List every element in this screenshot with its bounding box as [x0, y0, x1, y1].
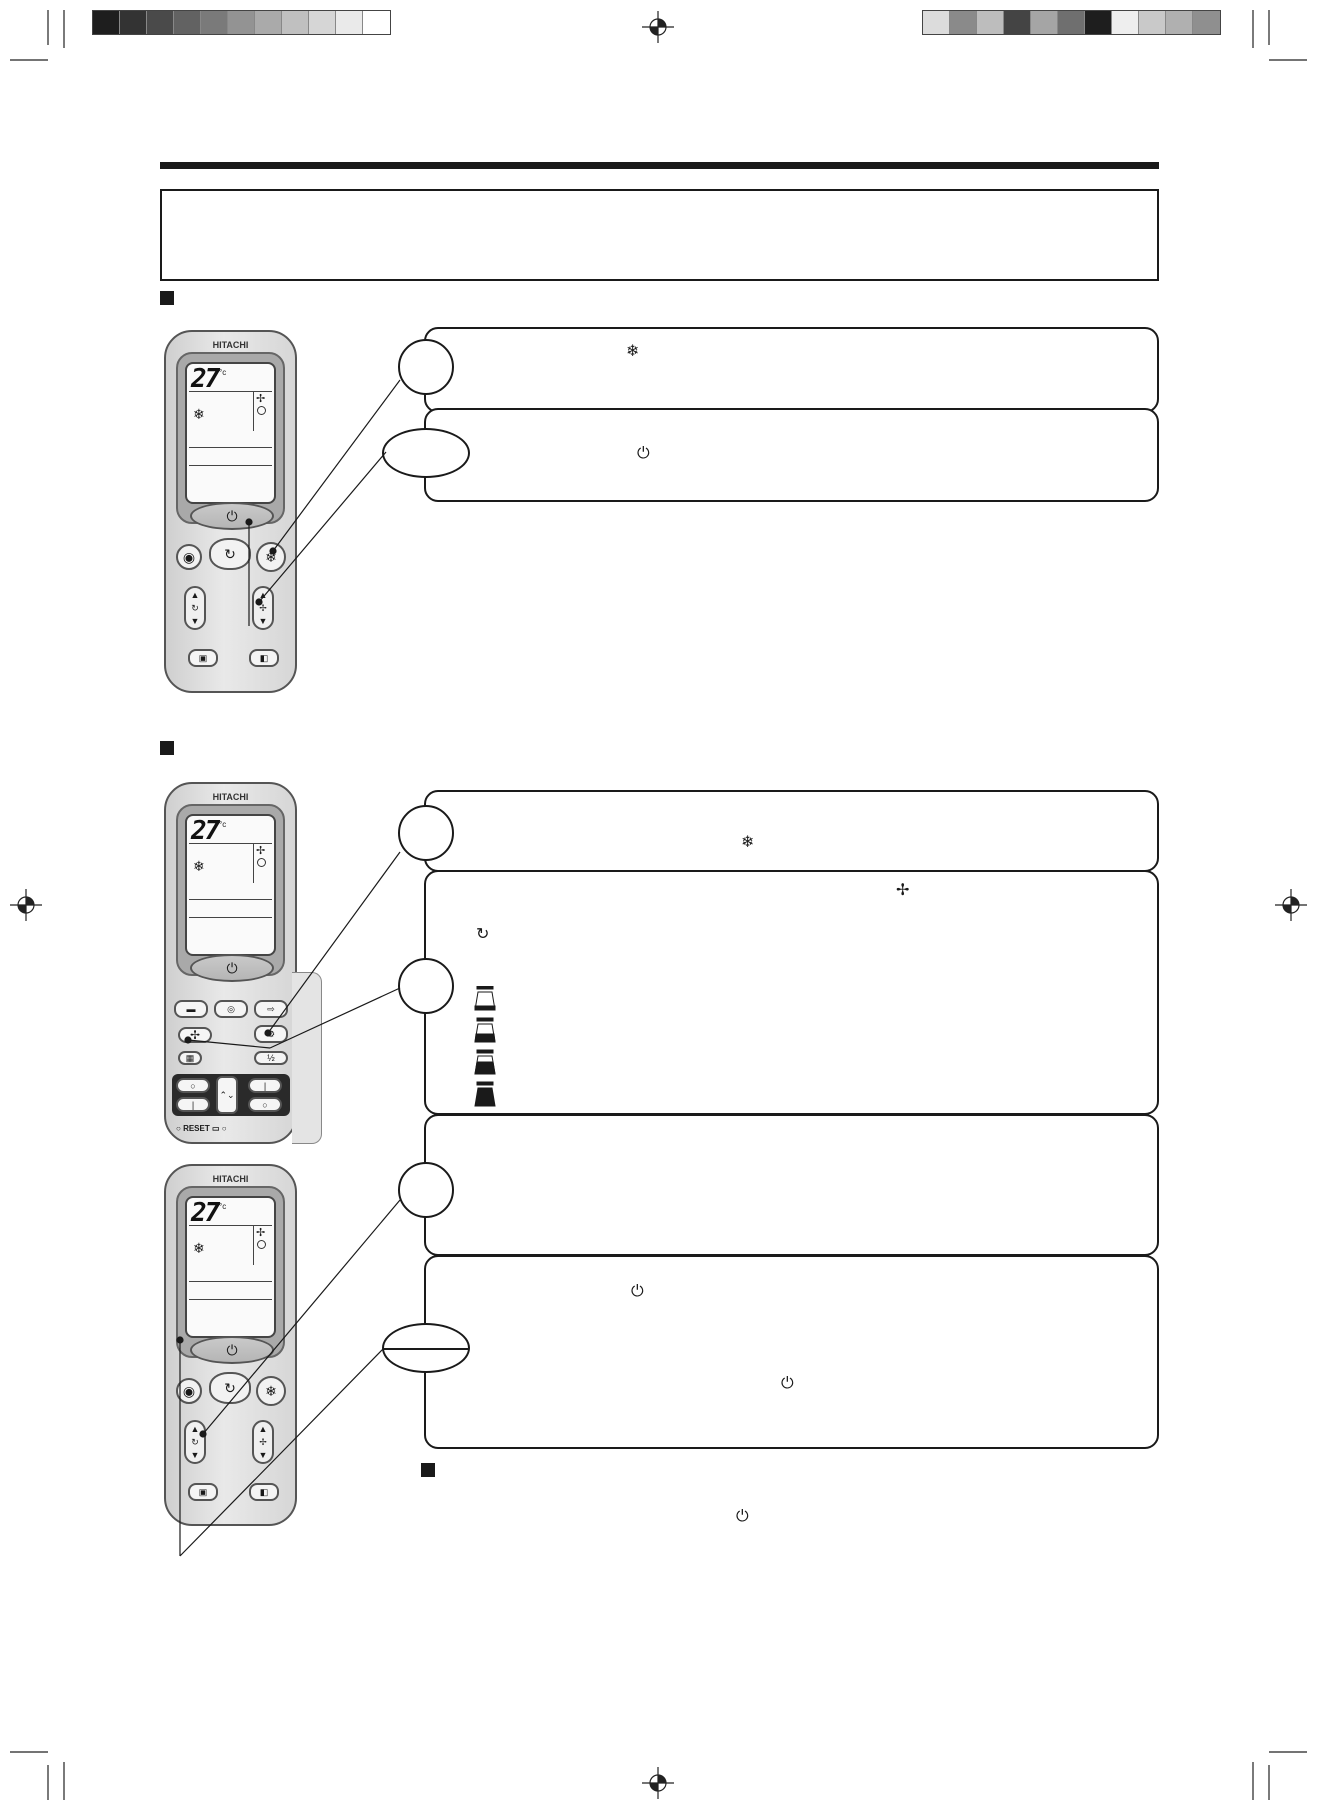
lcd-cool-icon: ❄ [193, 407, 205, 423]
power-on-off-icon: ⏻ [781, 1373, 794, 1392]
cool-button[interactable]: ❄ [256, 542, 286, 572]
section2-step4-oval-divider [384, 1348, 468, 1350]
remote-brand: HITACHI [212, 340, 249, 350]
power-button[interactable]: ⏻ [190, 1336, 274, 1364]
mode-button-right[interactable]: ◧ [249, 1483, 279, 1501]
lcd-screen: 27 °c ✢ ❄ [185, 362, 276, 504]
lcd-unit: °c [219, 1202, 227, 1211]
fan-level-indicators [474, 986, 496, 1110]
intro-box [160, 189, 1159, 281]
lcd-fan-icon: ✢ [256, 844, 266, 857]
lcd-auto-icon [257, 858, 266, 867]
power-on-off-icon: ⏻ [631, 1281, 644, 1300]
mode-button[interactable]: ◎ [214, 1000, 248, 1018]
color-calibration-bar-left [92, 10, 391, 35]
lcd-cool-icon: ❄ [193, 1241, 205, 1257]
remote-brand: HITACHI [212, 792, 249, 802]
lcd-auto-icon [257, 1240, 266, 1249]
cool-snowflake-icon: ❄ [626, 341, 640, 360]
section2-step2-circle [398, 958, 454, 1014]
lcd-unit: °c [219, 820, 227, 829]
section1-step1-panel: ❄ [424, 327, 1159, 413]
lcd-temperature: 27 [191, 1198, 220, 1228]
lcd-auto-icon [257, 406, 266, 415]
lcd-unit: °c [219, 368, 227, 377]
remote-cover-flap [292, 972, 322, 1144]
note-bullet [421, 1463, 435, 1477]
circulate-button[interactable]: ↻ [209, 538, 251, 570]
section2-step4-panel: ⏻ ⏻ [424, 1255, 1159, 1449]
lcd-bezel: 27 °c ✢ ❄ ⏻ [176, 352, 285, 530]
time-adjust-button[interactable]: ⌃⌄ [216, 1076, 238, 1114]
remote-brand: HITACHI [212, 1174, 249, 1184]
sleep-button[interactable]: ◉ [176, 1378, 202, 1404]
power-button[interactable]: ⏻ [190, 502, 274, 530]
section1-bullet [160, 291, 174, 305]
lcd-fan-icon: ✢ [256, 1226, 266, 1239]
sleep-button[interactable]: ◉ [176, 544, 202, 570]
on-timer-button-right[interactable]: | [248, 1078, 282, 1093]
lcd-cool-icon: ❄ [193, 859, 205, 875]
power-button[interactable]: ⏻ [190, 954, 274, 982]
off-timer-button-right[interactable]: ○ [248, 1097, 282, 1112]
section2-step1-circle [398, 805, 454, 861]
lcd-temperature: 27 [191, 816, 220, 846]
lcd-screen: 27 °c ✢ ❄ [185, 814, 276, 956]
section2-step3-circle [398, 1162, 454, 1218]
lcd-bezel: 27 °c ✢ ❄ ⏻ [176, 1186, 285, 1364]
power-on-off-icon: ⏻ [637, 443, 650, 462]
section1-step2-panel: ⏻ [424, 408, 1159, 502]
cool-button[interactable]: ❄ [256, 1376, 286, 1406]
mode-button-left[interactable]: ▣ [188, 1483, 218, 1501]
section1-step2-oval [382, 428, 470, 478]
cool-snowflake-icon: ❄ [741, 832, 755, 851]
nice-button[interactable]: ⚙ [254, 1025, 288, 1043]
mode-button-left[interactable]: ▣ [188, 649, 218, 667]
remote-control-section1: HITACHI 27 °c ✢ ❄ ⏻ ◉ ↻ ❄ ▲↻▼ ▲✢▼ ▣ ◧ [164, 330, 297, 693]
auto-fan-icon: ↻ [476, 924, 490, 943]
section2-step1-panel: ❄ [424, 790, 1159, 872]
section2-step3-panel [424, 1114, 1159, 1256]
lcd-screen: 27 °c ✢ ❄ [185, 1196, 276, 1338]
remote-control-section2: HITACHI 27 °c ✢ ❄ ⏻ ◉ ↻ ❄ ▲↻▼ ▲✢▼ ▣ ◧ [164, 1164, 297, 1526]
section1-step1-circle [398, 339, 454, 395]
reset-button[interactable]: ○ RESET ▭ ○ [176, 1124, 227, 1133]
lcd-temperature: 27 [191, 364, 220, 394]
swing-button[interactable]: ⇨ [254, 1000, 288, 1018]
color-calibration-bar-right [922, 10, 1221, 35]
half-button[interactable]: ½ [254, 1051, 288, 1065]
title-rule [160, 162, 1159, 169]
section2-bullet [160, 741, 174, 755]
remote-control-open: HITACHI 27 °c ✢ ❄ ⏻ ▬ ◎ ⇨ ✢ ⚙ ▦ ½ ○ | ⌃⌄… [164, 782, 297, 1144]
circulate-button[interactable]: ↻ [209, 1372, 251, 1404]
mode-button-right[interactable]: ◧ [249, 649, 279, 667]
fan-speed-icon: ✢ [896, 880, 910, 899]
power-on-off-icon: ⏻ [736, 1506, 749, 1525]
fan-speed-button[interactable]: ▲✢▼ [252, 1420, 274, 1464]
fan-speed-button[interactable]: ▲✢▼ [252, 586, 274, 630]
timer-button[interactable]: ▲↻▼ [184, 586, 206, 630]
fan-speed-select-button[interactable]: ✢ [178, 1027, 212, 1043]
iclean-button[interactable]: ▬ [174, 1000, 208, 1018]
fan-level-icons [474, 986, 496, 1107]
filter-button[interactable]: ▦ [178, 1051, 202, 1065]
lcd-fan-icon: ✢ [256, 392, 266, 405]
section2-step2-panel: ✢ ↻ [424, 870, 1159, 1115]
off-timer-button-left[interactable]: ○ [176, 1078, 210, 1093]
lcd-bezel: 27 °c ✢ ❄ ⏻ [176, 804, 285, 982]
timer-button[interactable]: ▲↻▼ [184, 1420, 206, 1464]
on-timer-button-left[interactable]: | [176, 1097, 210, 1112]
